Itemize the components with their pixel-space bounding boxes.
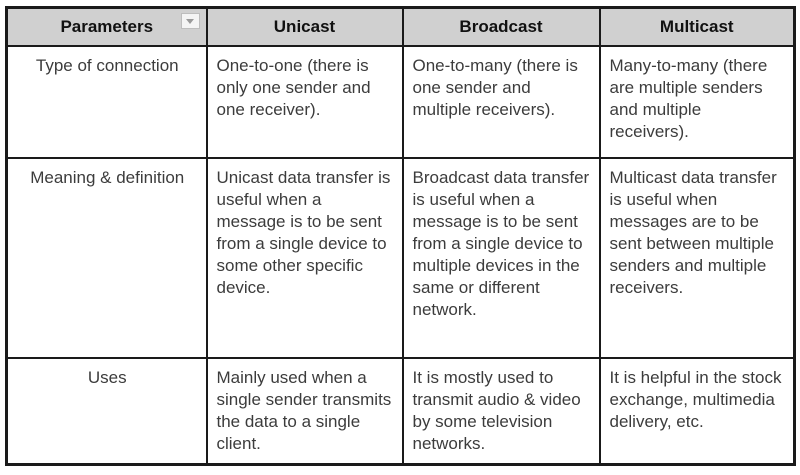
column-header-label: Parameters [60,16,154,36]
filter-dropdown-button[interactable] [180,13,200,29]
column-header-broadcast: Broadcast [401,6,601,47]
column-header-parameters: Parameters [5,6,208,47]
column-header-label: Multicast [659,16,734,36]
value-cell-broadcast: It is mostly used to transmit audio & vi… [401,356,601,465]
value-cell-multicast: Many-to-many (there are multiple senders… [598,44,796,159]
header-row: Parameters Unicast Broadcast Multicast [5,6,796,47]
table-row-uses: Uses Mainly used when a single sender tr… [5,356,796,465]
column-header-label: Broadcast [459,16,543,36]
value-cell-unicast: Mainly used when a single sender transmi… [205,356,404,465]
column-header-label: Unicast [273,16,336,36]
value-cell-multicast: Multicast data transfer is useful when m… [598,156,796,359]
chevron-down-icon [186,18,194,24]
column-header-unicast: Unicast [205,6,404,47]
comparison-table: Parameters Unicast Broadcast Multicast T… [5,6,796,466]
column-header-multicast: Multicast [598,6,796,47]
value-cell-broadcast: One-to-many (there is one sender and mul… [401,44,601,159]
table-row-meaning-definition: Meaning & definition Unicast data transf… [5,156,796,359]
row-label-cell: Uses [5,356,208,465]
value-cell-unicast: One-to-one (there is only one sender and… [205,44,404,159]
value-cell-unicast: Unicast data transfer is useful when a m… [205,156,404,359]
row-label-cell: Meaning & definition [5,156,208,359]
row-label-cell: Type of connection [5,44,208,159]
value-cell-broadcast: Broadcast data transfer is useful when a… [401,156,601,359]
table-row-type-of-connection: Type of connection One-to-one (there is … [5,44,796,159]
value-cell-multicast: It is helpful in the stock exchange, mul… [598,356,796,465]
